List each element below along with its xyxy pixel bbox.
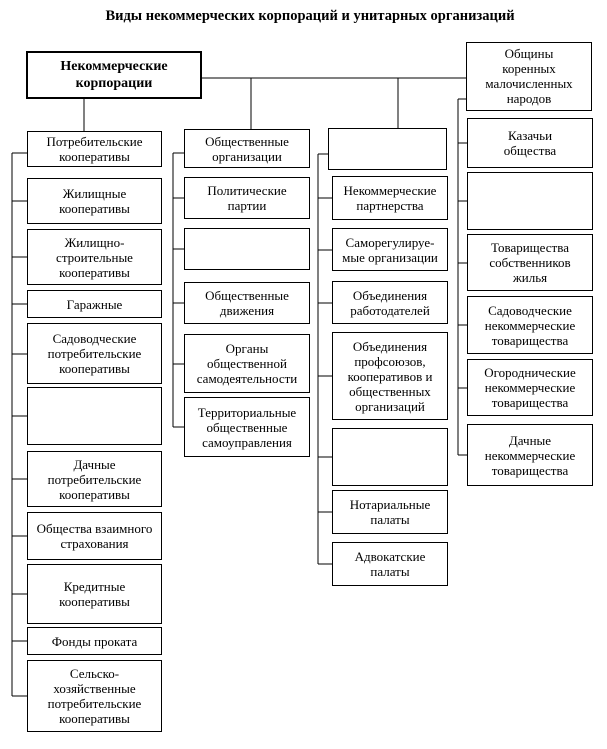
column1-item: Жилищные кооперативы: [27, 178, 162, 224]
column4-item-label: Огороднические некоммерческие товарищест…: [484, 365, 576, 410]
column1-header-label: Потребительские кооперативы: [46, 134, 143, 164]
column1-item-label: Садоводческие потребительские кооператив…: [47, 331, 142, 376]
column3-item-label: Объединения работодателей: [350, 287, 430, 318]
diagram-title: Виды некоммерческих корпораций и унитарн…: [105, 8, 515, 24]
column2-item: Органы общественной самодеятельности: [184, 334, 310, 393]
column4-item-label: Казачьи общества: [503, 128, 557, 158]
column4-item-label: Садоводческие некоммерческие товариществ…: [484, 302, 576, 348]
column2-item-label: Территориальные общественные самоуправле…: [197, 404, 297, 450]
column3-item: Адвокатские палаты: [332, 542, 448, 586]
column1-item: Сельско- хозяйственные потребительские к…: [27, 660, 162, 732]
column3-item: Саморегулируе- мые организации: [332, 228, 448, 271]
column3-item-label: Объединения профсоюзов, кооперативов и о…: [347, 338, 433, 414]
column3-item: Объединения работодателей: [332, 281, 448, 324]
column1-item: Гаражные: [27, 290, 162, 318]
column4-item: Огороднические некоммерческие товарищест…: [467, 359, 593, 416]
column1-item: Дачные потребительские кооперативы: [27, 451, 162, 507]
root-box: Некоммерческие корпорации: [26, 51, 202, 99]
column2-item-label: Органы общественной самодеятельности: [196, 341, 298, 386]
column2-item: [184, 228, 310, 270]
column1-item-label: Сельско- хозяйственные потребительские к…: [47, 666, 142, 726]
column3-item: Некоммерческие партнерства: [332, 176, 448, 220]
column1-item-label: Жилищные кооперативы: [59, 186, 130, 216]
column4-header-label: Общины коренных малочисленных народов: [485, 46, 573, 106]
column2-item: Политические партии: [184, 177, 310, 219]
column1-item: Фонды проката: [27, 627, 162, 655]
column4-item-label: Дачные некоммерческие товарищества: [484, 432, 576, 478]
column4-item: Казачьи общества: [467, 118, 593, 168]
column4-header: Общины коренных малочисленных народов: [466, 42, 592, 111]
column1-item-label: Общества взаимного страхования: [36, 521, 153, 551]
column1-item-label: Жилищно- строительные кооперативы: [56, 234, 133, 280]
column2-header: Общественные организации: [184, 129, 310, 168]
column2-item: Общественные движения: [184, 282, 310, 324]
column3-item: Объединения профсоюзов, кооперативов и о…: [332, 332, 448, 420]
column1-item: Общества взаимного страхования: [27, 512, 162, 560]
column3-item: [332, 428, 448, 486]
column2-header-label: Общественные организации: [205, 133, 289, 164]
column3-item: Нотариальные палаты: [332, 490, 448, 534]
column4-item-label: Товарищества собственников жилья: [489, 240, 571, 285]
column3-item-label: Саморегулируе- мые организации: [342, 234, 438, 265]
column1-item: Жилищно- строительные кооперативы: [27, 229, 162, 285]
column1-item-label: Дачные потребительские кооперативы: [47, 456, 142, 502]
column4-item: [467, 172, 593, 230]
column2-item: Территориальные общественные самоуправле…: [184, 397, 310, 457]
column1-item-label: Гаражные: [66, 296, 123, 312]
column1-header: Потребительские кооперативы: [27, 131, 162, 167]
column1-item-label: Кредитные кооперативы: [59, 579, 130, 609]
column2-item-label: Политические партии: [207, 183, 287, 213]
column3-item-label: Адвокатские палаты: [354, 549, 426, 579]
column4-item: Товарищества собственников жилья: [467, 234, 593, 291]
column3-item-label: Нотариальные палаты: [349, 497, 431, 527]
column2-item-label: Общественные движения: [205, 288, 289, 318]
column1-item: [27, 387, 162, 445]
column3-header: [328, 128, 447, 170]
column1-item-label: Фонды проката: [51, 633, 138, 649]
column1-item: Кредитные кооперативы: [27, 564, 162, 624]
root-box-label: Некоммерческие корпорации: [60, 59, 168, 91]
column3-item-label: Некоммерческие партнерства: [343, 183, 437, 213]
column4-item: Садоводческие некоммерческие товариществ…: [467, 296, 593, 354]
column1-item: Садоводческие потребительские кооператив…: [27, 323, 162, 384]
column4-item: Дачные некоммерческие товарищества: [467, 424, 593, 486]
